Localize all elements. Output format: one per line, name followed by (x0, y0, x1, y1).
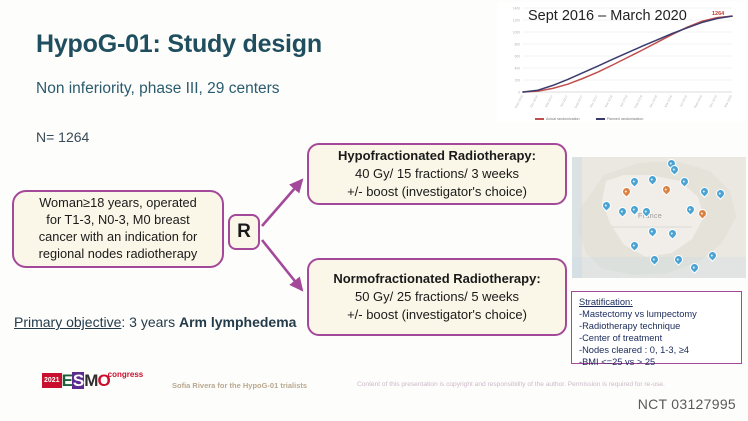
logo-letter-o: O (97, 370, 110, 390)
eligibility-line-4: regional nodes radiotherapy (38, 245, 198, 261)
svg-text:1400: 1400 (513, 7, 520, 11)
eligibility-line-3: cancer with an indication for (38, 229, 198, 244)
primary-objective: Primary objective: 3 years Arm lymphedem… (14, 314, 296, 330)
stratification-factor: -Radiotherapy technique (579, 321, 681, 332)
arm-normo-boost: +/- boost (investigator's choice) (347, 306, 527, 322)
svg-text:Sept 2017: Sept 2017 (573, 94, 583, 109)
chart-end-label: 1264 (712, 11, 725, 17)
svg-text:Mar 2018: Mar 2018 (604, 94, 614, 108)
copyright-note: Content of this presentation is copyrigh… (357, 381, 665, 388)
legend-swatch-planned (595, 118, 605, 120)
svg-text:Dec 2017: Dec 2017 (589, 94, 599, 108)
stratification-factor: -BMI <=25 vs > 25 (579, 357, 656, 368)
logo-letter-s: S (71, 370, 84, 390)
logo-congress-text: congress (107, 370, 144, 379)
svg-text:0: 0 (518, 91, 520, 95)
svg-text:200: 200 (515, 79, 521, 83)
svg-text:600: 600 (515, 55, 521, 59)
eligibility-criteria-box: Woman≥18 years, operated for T1-3, N0-3,… (12, 190, 224, 268)
svg-text:1200: 1200 (513, 19, 520, 23)
chart-legend: Actual randomization Planned randomizati… (535, 117, 643, 121)
stratification-factor: -Nodes cleared : 0, 1-3, ≥4 (579, 345, 690, 356)
arm-hypo-boost: +/- boost (investigator's choice) (347, 183, 527, 199)
svg-text:Dec 2019: Dec 2019 (708, 94, 718, 108)
primary-objective-label: Primary objective (14, 314, 122, 330)
svg-text:400: 400 (515, 67, 521, 71)
logo-year: 2021 (42, 372, 62, 388)
svg-text:Jun 2017: Jun 2017 (559, 94, 569, 107)
svg-text:Sept 2018: Sept 2018 (633, 94, 643, 109)
svg-text:Mar 2017: Mar 2017 (544, 94, 554, 108)
stratification-title: Stratification: (579, 297, 633, 307)
logo-wordmark: E S M O (61, 370, 111, 390)
presenter-credit: Sofia Rivera for the HypoG-01 trialists (172, 381, 308, 390)
esmo-congress-logo: 2021 E S M O congress (42, 370, 143, 390)
svg-text:Jun 2018: Jun 2018 (619, 94, 629, 107)
logo-letter-e: E (61, 370, 73, 390)
eligibility-line-1: Woman≥18 years, operated (39, 195, 197, 211)
svg-text:Dec 2018: Dec 2018 (648, 94, 658, 108)
treatment-arm-hypofractionated: Hypofractionated Radiotherapy: 40 Gy/ 15… (307, 143, 567, 205)
eligibility-line-2: for T1-3, N0-3, M0 breast (46, 212, 190, 228)
legend-label-actual: Actual randomization (546, 117, 580, 121)
svg-text:800: 800 (515, 43, 521, 47)
svg-text:Dec 2016: Dec 2016 (529, 94, 539, 108)
stratification-factor: -Center of treatment (579, 333, 663, 344)
arm-hypo-dose: 40 Gy/ 15 fractions/ 3 weeks (354, 166, 520, 182)
slide-subtitle: Non inferiority, phase III, 29 centers (36, 80, 280, 97)
svg-text:Sept 2016: Sept 2016 (514, 94, 524, 109)
trial-centers-map[interactable]: France (572, 157, 746, 278)
arm-hypo-title: Hypofractionated Radiotherapy: (338, 148, 536, 164)
legend-swatch-actual (535, 118, 544, 120)
nct-registration-number: NCT 03127995 (637, 396, 736, 412)
page-title: HypoG-01: Study design (36, 30, 322, 58)
enrollment-count: N= 1264 (36, 129, 90, 145)
chart-title: Sept 2016 – March 2020 (528, 8, 687, 24)
legend-entry-planned: Planned randomization (595, 117, 644, 121)
svg-text:Mar 2020: Mar 2020 (723, 94, 733, 108)
stratification-factor: -Mastectomy vs lumpectomy (579, 309, 697, 320)
map-region-label: France (638, 213, 663, 220)
svg-text:1000: 1000 (513, 31, 520, 35)
svg-text:Sept 2019: Sept 2019 (693, 94, 703, 109)
treatment-arm-normofractionated: Normofractionated Radiotherapy: 50 Gy/ 2… (307, 258, 567, 336)
arm-normo-title: Normofractionated Radiotherapy: (333, 271, 541, 287)
footer-bar (0, 371, 748, 421)
legend-entry-actual: Actual randomization (535, 117, 580, 121)
primary-objective-endpoint: Arm lymphedema (178, 314, 297, 330)
svg-text:Jun 2019: Jun 2019 (679, 94, 689, 107)
svg-text:Mar 2019: Mar 2019 (663, 94, 673, 108)
randomization-node: R (228, 214, 260, 250)
primary-objective-separator: : 3 years (121, 314, 179, 330)
logo-letter-m: M (84, 370, 98, 390)
stratification-box: Stratification: -Mastectomy vs lumpectom… (571, 291, 742, 367)
arm-normo-dose: 50 Gy/ 25 fractions/ 5 weeks (354, 289, 520, 305)
legend-label-planned: Planned randomization (606, 117, 644, 121)
